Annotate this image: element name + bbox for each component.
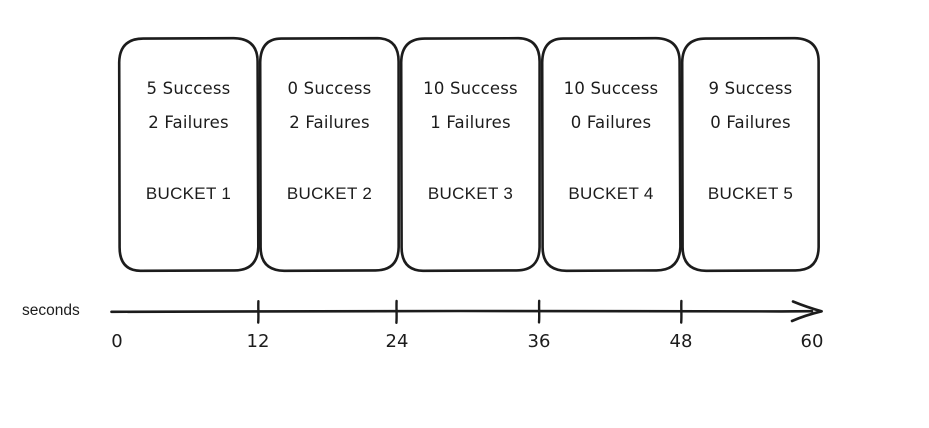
bucket-failure-count: 2 Failures — [289, 112, 370, 132]
axis-tick-label: 24 — [385, 331, 409, 352]
axis-tick-label: 60 — [800, 331, 824, 352]
axis-title-seconds: seconds — [22, 302, 80, 319]
bucket-success-count: 10 Success — [563, 79, 659, 98]
bucket-failure-count: 0 Failures — [710, 112, 791, 132]
axis-tick-label: 36 — [527, 331, 551, 352]
axis-tick-label: 48 — [669, 331, 693, 352]
bucket-failure-count: 2 Failures — [148, 112, 229, 132]
axis-arrow-lower — [790, 310, 823, 323]
bucket-outline — [399, 36, 541, 273]
bucket-outline — [258, 36, 400, 273]
bucket-success-count: 5 Success — [146, 79, 231, 98]
bucket-title: BUCKET 4 — [568, 184, 654, 203]
bucket-success-count: 10 Success — [423, 79, 518, 98]
bucket-failure-count: 0 Failures — [570, 112, 652, 132]
bucket-outline — [540, 36, 682, 273]
axis-arrow-upper — [791, 300, 823, 313]
bucket-outline — [117, 36, 260, 273]
bucket-title: BUCKET 5 — [707, 184, 794, 203]
axis-tick-label: 12 — [246, 331, 270, 352]
bucket-title: BUCKET 3 — [427, 184, 514, 203]
axis-tick-label: 0 — [111, 331, 123, 352]
bucket-title: BUCKET 2 — [286, 184, 373, 203]
bucket-title: BUCKET 1 — [145, 184, 232, 203]
bucket-success-count: 0 Success — [287, 79, 372, 98]
bucket-outline — [680, 36, 820, 273]
axis-line — [110, 309, 814, 314]
bucket-success-count: 9 Success — [708, 79, 793, 98]
bucket-failure-count: 1 Failures — [430, 112, 511, 132]
